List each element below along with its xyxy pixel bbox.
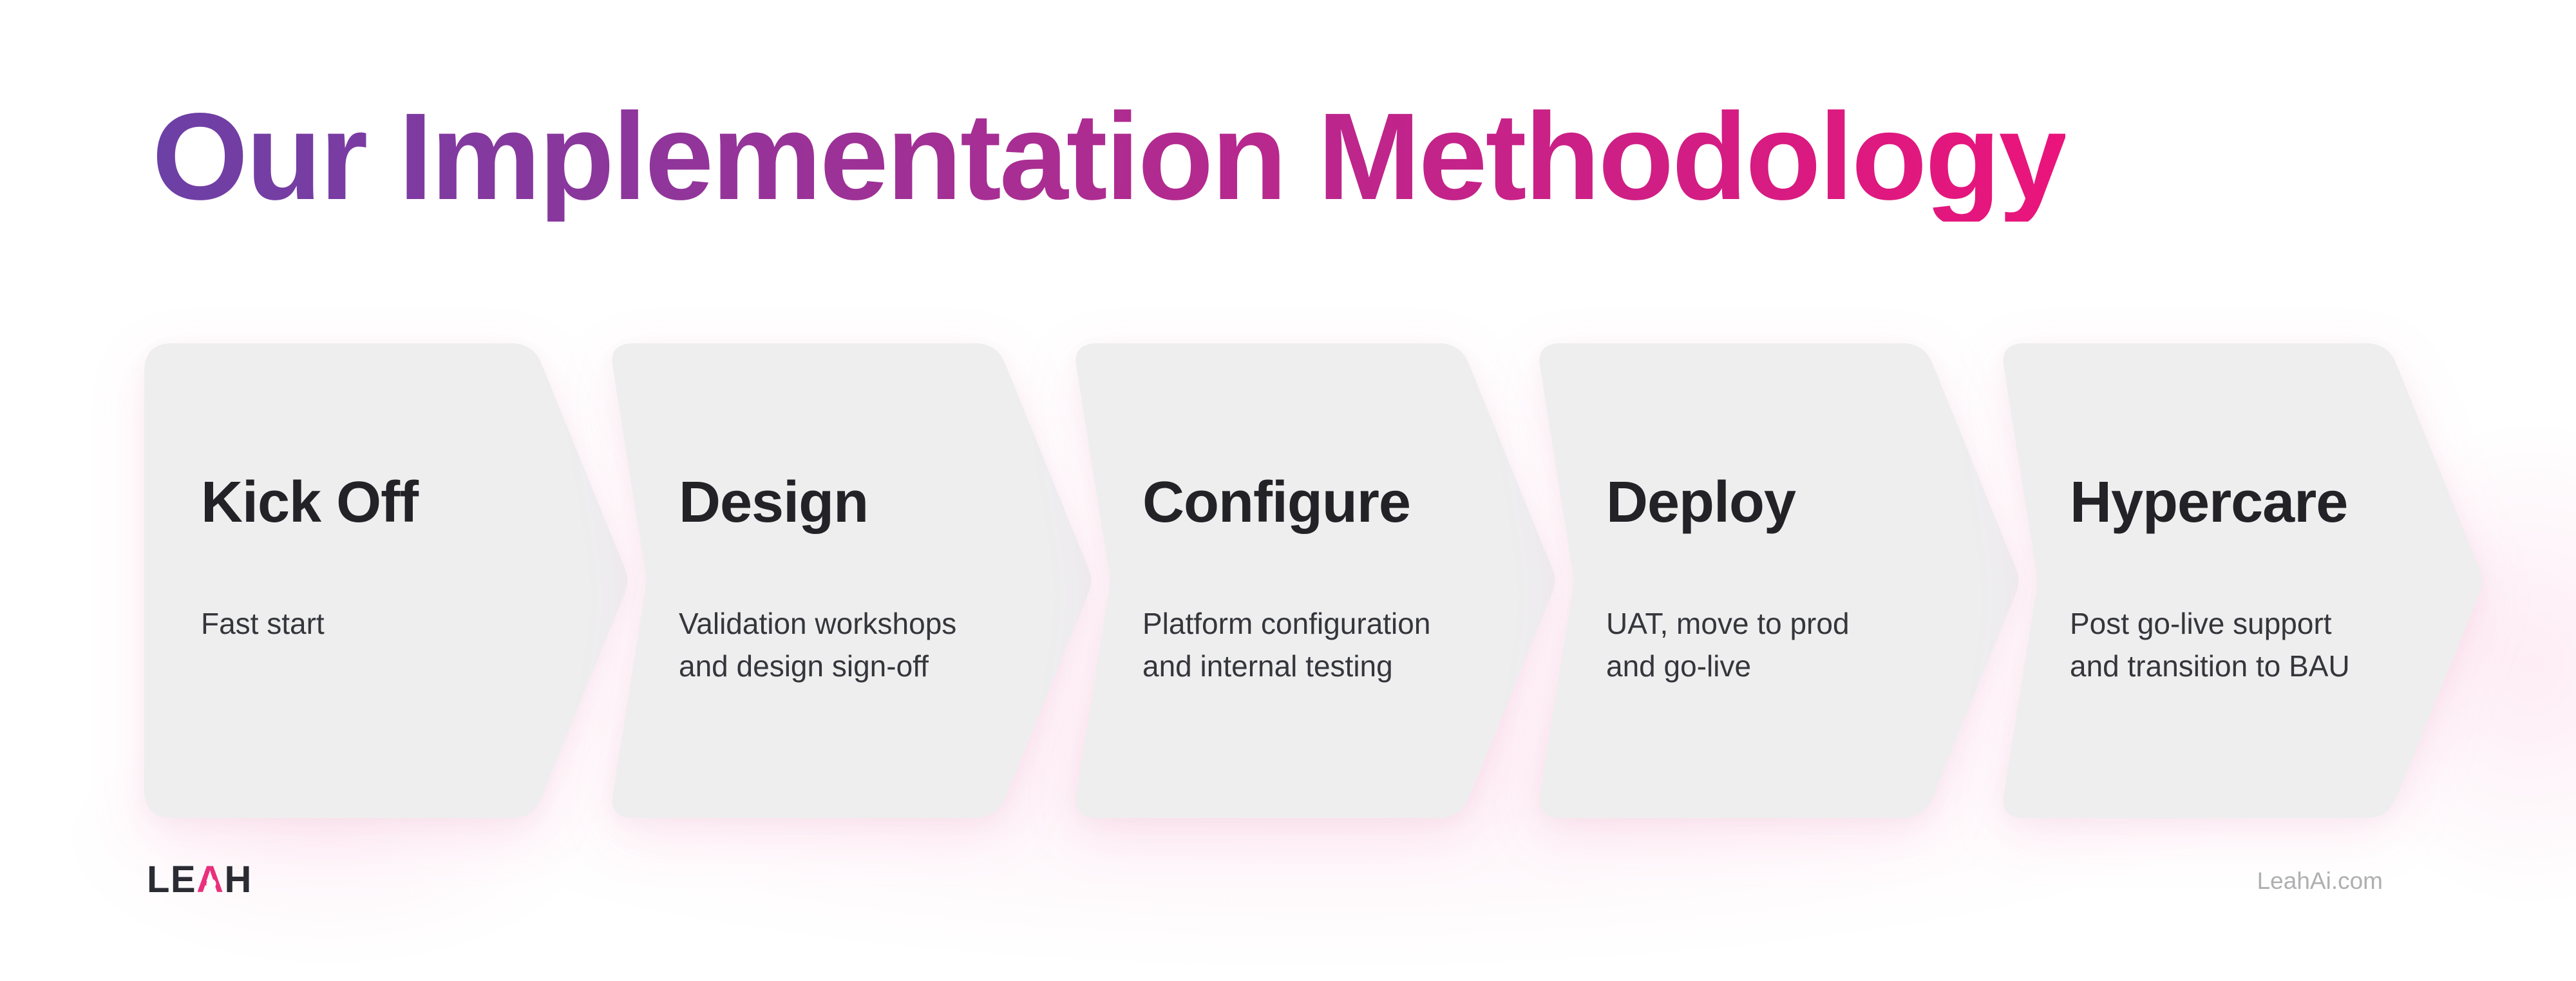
- logo-accent-letter: A: [196, 861, 224, 899]
- chevron-shape: [1075, 343, 1555, 818]
- chevron-shape: [144, 343, 628, 818]
- step-card-design: Design Validation workshops and design s…: [608, 343, 1094, 818]
- step-description: Platform configuration and internal test…: [1142, 607, 1431, 683]
- logo-prefix: LE: [147, 859, 197, 900]
- step-title: Kick Off: [201, 470, 419, 535]
- step-card-kickoff: Kick Off Fast start: [144, 343, 630, 818]
- step-card-configure: Configure Platform configuration and int…: [1072, 343, 1557, 818]
- step-title: Hypercare: [2070, 470, 2348, 535]
- step-title: Deploy: [1606, 470, 1796, 535]
- chevron-shape: [2003, 343, 2483, 818]
- logo-a-dot-icon: [206, 879, 216, 889]
- step-description: Fast start: [201, 607, 325, 640]
- step-description: Post go-live support and transition to B…: [2070, 607, 2350, 683]
- logo-suffix: H: [224, 859, 252, 900]
- website-url: LeahAi.com: [2257, 868, 2383, 894]
- step-card-deploy: Deploy UAT, move to prod and go-live: [1535, 343, 2021, 818]
- chevron-shape: [612, 343, 1092, 818]
- step-card-hypercare: Hypercare Post go-live support and trans…: [1999, 343, 2485, 818]
- chevron-shape: [1539, 343, 2019, 818]
- step-title: Design: [679, 470, 869, 535]
- step-title: Configure: [1142, 470, 1411, 535]
- step-description: Validation workshops and design sign-off: [679, 607, 957, 683]
- step-description: UAT, move to prod and go-live: [1606, 607, 1850, 683]
- page-title: Our Implementation Methodology: [152, 87, 2067, 225]
- leah-logo: LEAH: [147, 861, 252, 899]
